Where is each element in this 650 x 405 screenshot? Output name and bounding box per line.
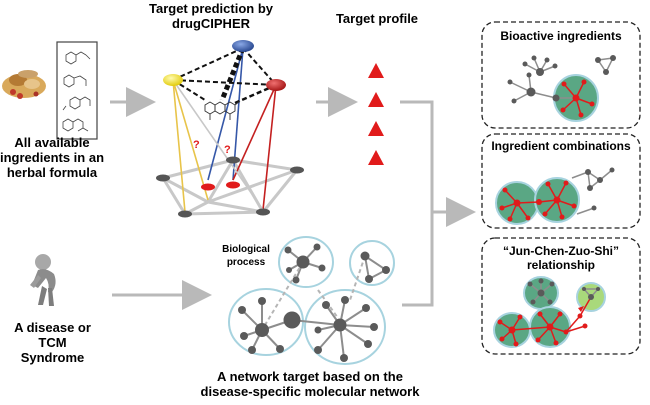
drug-node-blue bbox=[232, 40, 254, 52]
drug-node-yellow bbox=[163, 74, 183, 86]
disease-label: A disease or TCM Syndrome bbox=[14, 320, 91, 365]
biological-process-label: Biological process bbox=[222, 244, 270, 268]
disease-person-icon bbox=[30, 254, 56, 306]
target-triangle bbox=[368, 121, 384, 136]
question-mark-2: ? bbox=[224, 144, 231, 156]
panel-bioactive-title: Bioactive ingredients bbox=[500, 29, 622, 43]
panel-combinations-title: Ingredient combinations bbox=[491, 139, 631, 153]
target-triangle bbox=[368, 63, 384, 78]
drug-molecule-icon bbox=[204, 100, 241, 120]
ingredients-label: All available ingredients in an herbal f… bbox=[0, 135, 105, 180]
panel-ingredient-combinations bbox=[481, 133, 641, 229]
panel-bioactive-ingredients bbox=[481, 21, 641, 129]
flow-arrows bbox=[110, 87, 476, 310]
panel-jun-chen-zuo-shi bbox=[481, 237, 641, 355]
arrow-network-to-merge bbox=[402, 212, 434, 307]
target-profile-triangles bbox=[368, 63, 384, 165]
molecular-structures-image bbox=[56, 41, 98, 140]
herbs-image bbox=[2, 70, 46, 99]
target-triangle bbox=[368, 150, 384, 165]
target-prediction-title: Target prediction by drugCIPHER bbox=[149, 1, 273, 31]
target-triangle bbox=[368, 92, 384, 107]
network-target bbox=[228, 236, 395, 365]
question-mark-1: ? bbox=[193, 139, 200, 151]
network-target-caption: A network target based on the disease-sp… bbox=[200, 369, 420, 399]
panel-jun-title: “Jun-Chen-Zuo-Shi” relationship bbox=[503, 244, 619, 272]
arrow-profile-to-merge bbox=[400, 100, 434, 212]
drug-node-red bbox=[266, 79, 286, 91]
drugcipher-network bbox=[156, 40, 304, 218]
target-profile-title: Target profile bbox=[335, 11, 419, 26]
